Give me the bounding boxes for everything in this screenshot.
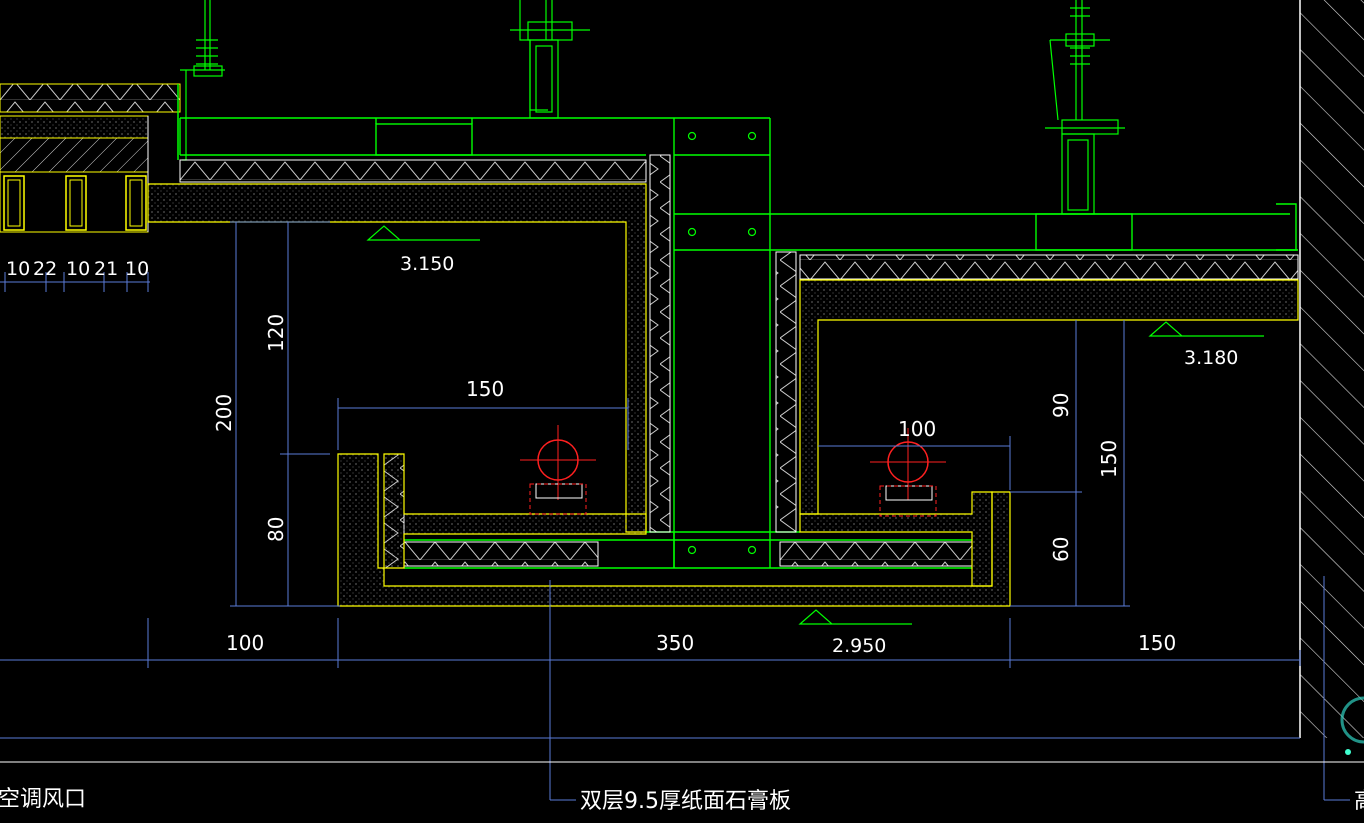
dim-bottom-350: 350 bbox=[656, 631, 694, 655]
pipe-left bbox=[520, 425, 596, 515]
pipe-right bbox=[870, 428, 946, 517]
dim-10-c: 10 bbox=[125, 258, 149, 280]
existing-ceiling-left bbox=[0, 83, 181, 233]
note-gypsum-board: 双层9.5厚纸面石膏板 bbox=[580, 789, 791, 814]
dim-bottom-150: 150 bbox=[1138, 631, 1176, 655]
level-3180: 3.180 bbox=[1184, 347, 1238, 369]
dim-60: 60 bbox=[1049, 537, 1073, 562]
dim-10-a: 10 bbox=[6, 258, 30, 280]
dim-150-left: 150 bbox=[466, 377, 504, 401]
hanger-left-1 bbox=[180, 0, 225, 161]
dim-200: 200 bbox=[212, 394, 236, 432]
finish-layers bbox=[147, 183, 1299, 607]
dim-bottom-100: 100 bbox=[226, 631, 264, 655]
dim-10-b: 10 bbox=[66, 258, 90, 280]
level-2950: 2.950 bbox=[832, 635, 886, 657]
dim-21: 21 bbox=[94, 258, 118, 280]
dim-80: 80 bbox=[264, 517, 288, 542]
level-markers bbox=[366, 225, 1264, 625]
hanger-right-1 bbox=[1045, 0, 1125, 215]
dim-100-right: 100 bbox=[898, 417, 936, 441]
dim-90: 90 bbox=[1049, 393, 1073, 418]
note-air-outlet: 空调风口 bbox=[0, 787, 86, 812]
note-right-cut: 高 bbox=[1354, 789, 1364, 814]
dim-120: 120 bbox=[264, 314, 288, 352]
top-strip-dimension-labels: 10 22 10 21 10 bbox=[6, 258, 149, 280]
dimension-lines bbox=[0, 221, 1350, 801]
hanger-left-2 bbox=[510, 0, 590, 119]
dim-22: 22 bbox=[33, 258, 57, 280]
keel-board-structure bbox=[179, 117, 1298, 569]
gypsum-board-layers bbox=[179, 154, 1299, 569]
right-wall bbox=[1299, 0, 1364, 738]
dim-150-right: 150 bbox=[1097, 440, 1121, 478]
level-3150: 3.150 bbox=[400, 253, 454, 275]
bolt-holes bbox=[687, 131, 757, 555]
corner-glow-decoration bbox=[1340, 696, 1364, 755]
